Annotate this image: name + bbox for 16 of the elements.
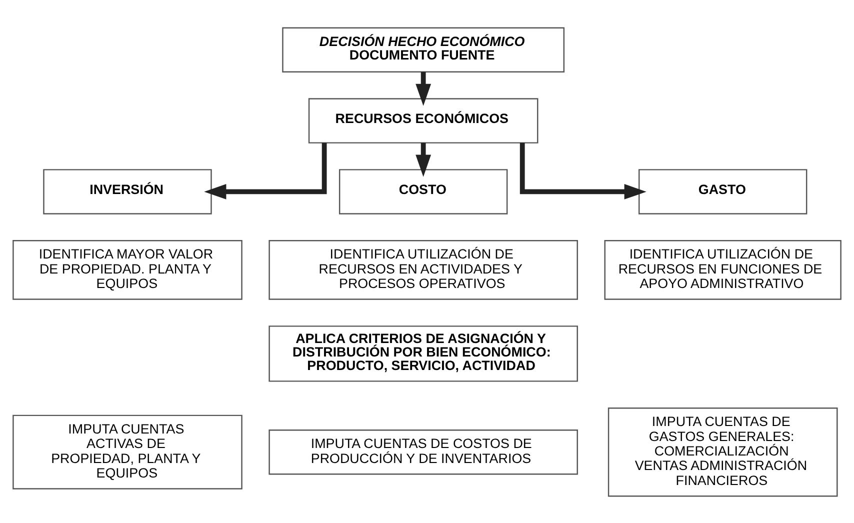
node-box: IMPUTA CUENTAS DE GASTOS GENERALES: COMERCIALIZACIÓN VENTAS ADMINISTRACIÓN FINANCIEROS <box>608 406 838 496</box>
node-box: COSTO <box>338 168 508 214</box>
node-box: INVERSIÓN <box>43 168 212 214</box>
node-box: IDENTIFICA MAYOR VALOR DE PROPIEDAD. PLANTA Y EQUIPOS <box>12 240 242 300</box>
node-box: GASTO <box>638 168 808 214</box>
node-box: IDENTIFICA UTILIZACIÓN DE RECURSOS EN ACTIVIDADES Y PROCESOS OPERATIVOS <box>268 240 578 300</box>
arrow <box>416 142 432 176</box>
node-box: IDENTIFICA UTILIZACIÓN DE RECURSOS EN FUNCIONES DE APOYO ADMINISTRATIVO <box>604 240 842 300</box>
node-box: APLICA CRITERIOS DE ASIGNACIÓN Y DISTRIBUCIÓN POR BIEN ECONÓMICO: PRODUCTO, SERVICIO, ACTIVIDAD <box>268 325 578 382</box>
arrow <box>520 142 646 199</box>
node-box: DECISIÓN HECHO ECONÓMICO DOCUMENTO FUENTE <box>282 26 565 72</box>
arrow <box>204 142 327 199</box>
node-box: IMPUTA CUENTAS DE COSTOS DE PRODUCCIÓN Y DE INVENTARIOS <box>268 428 578 474</box>
node-box: RECURSOS ECONÓMICOS <box>308 98 538 143</box>
arrow <box>416 71 432 106</box>
node-box: IMPUTA CUENTAS ACTIVAS DE PROPIEDAD, PLANTA Y EQUIPOS <box>12 414 242 489</box>
